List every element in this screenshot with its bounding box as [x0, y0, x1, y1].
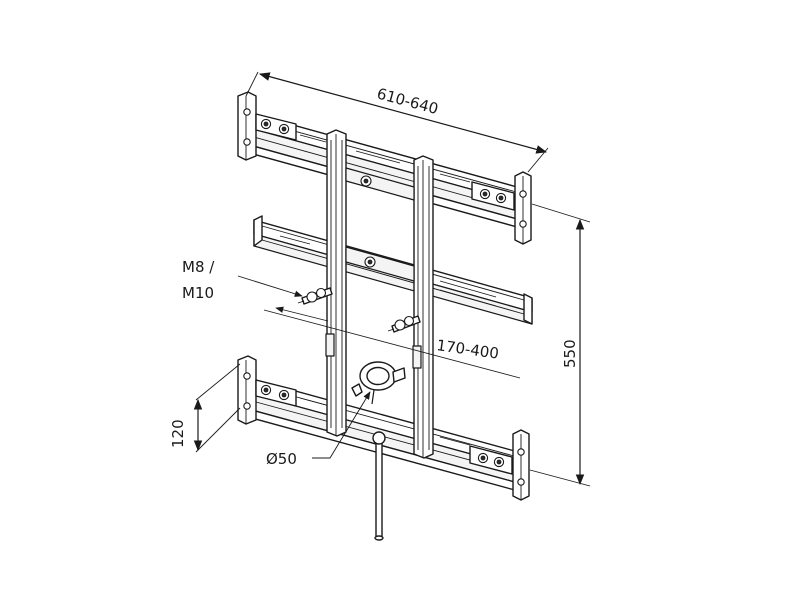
left-vertical-stud [325, 129, 347, 437]
pipe-diameter-callout: Ø50 [266, 391, 371, 468]
height-dimension: 550 [529, 203, 591, 487]
bottom-left-wall-bracket [237, 355, 297, 425]
offset-dimension: 120 [169, 363, 241, 453]
pipe-diameter-label: Ø50 [266, 450, 297, 468]
pipe-clamp [351, 361, 406, 405]
bolt-size-callout: M8 / M10 [182, 258, 303, 302]
bolt-size-label-line1: M8 / [182, 258, 215, 276]
support-rod [372, 431, 386, 541]
height-dimension-label: 550 [561, 339, 579, 368]
right-vertical-stud [412, 155, 434, 459]
left-threaded-bolt [297, 287, 333, 305]
lower-cross-plate [345, 246, 415, 282]
upper-cross-plate [345, 167, 415, 201]
right-threaded-bolt [387, 315, 421, 333]
bolt-size-label-line2: M10 [182, 284, 214, 302]
offset-dimension-label: 120 [169, 419, 187, 448]
bottom-right-wall-bracket [469, 429, 530, 501]
top-right-wall-bracket [471, 171, 532, 245]
stud-spacing-label: 170-400 [435, 336, 500, 363]
width-dimension-label: 610-640 [375, 84, 440, 118]
